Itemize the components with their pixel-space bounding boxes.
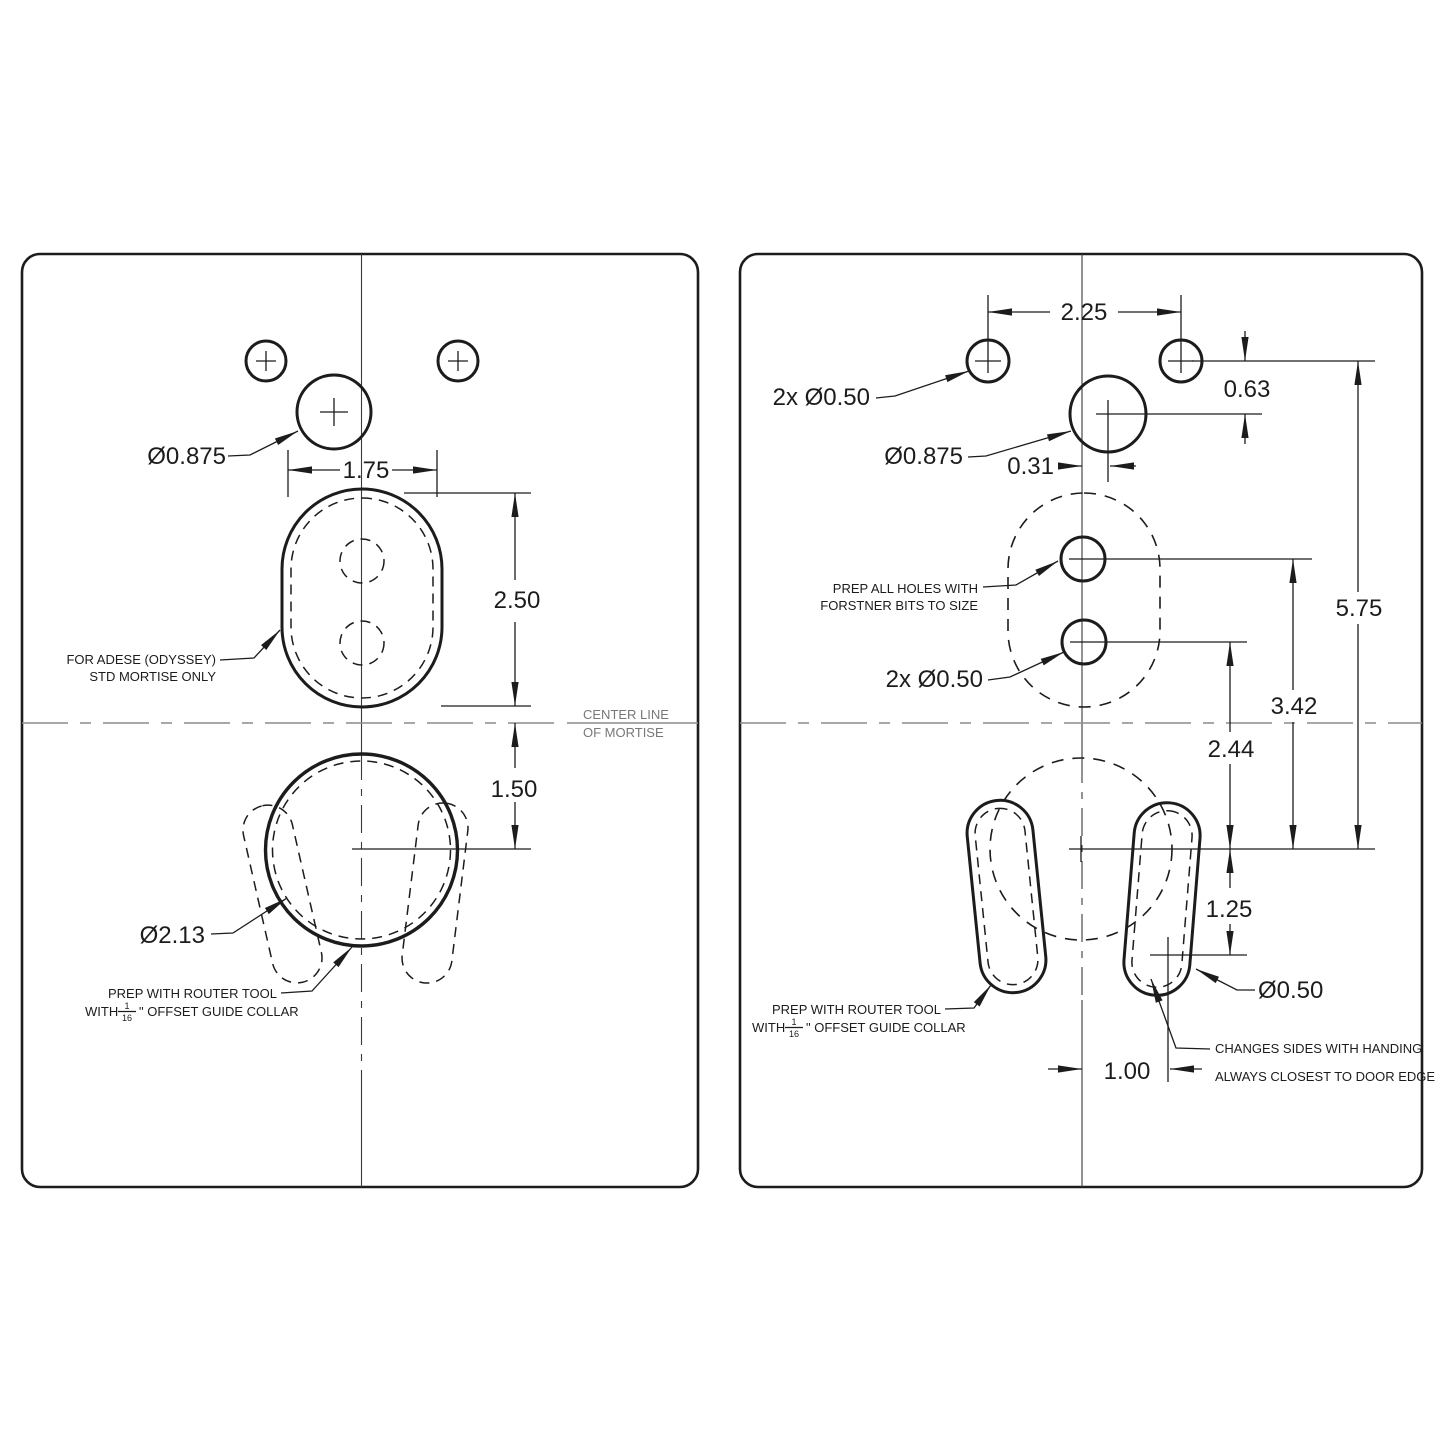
forstner-note-line2: FORSTNER BITS TO SIZE xyxy=(820,598,978,613)
right-mount-holes-leader xyxy=(875,370,970,399)
left-router-note-leader xyxy=(280,946,353,994)
forstner-note-line1: PREP ALL HOLES WITH xyxy=(833,581,978,596)
left-mortise-hole-upper-dashed xyxy=(339,538,385,584)
forstner-note-leader xyxy=(982,560,1059,588)
handing-note: CHANGES SIDES WITH HANDING ALWAYS CLOSES… xyxy=(1150,978,1435,1084)
left-lever-bore xyxy=(263,752,460,948)
right-bore-leader xyxy=(967,430,1072,458)
adese-note-line2: STD MORTISE ONLY xyxy=(89,669,216,684)
handing-note-line1: CHANGES SIDES WITH HANDING xyxy=(1215,1041,1422,1056)
right-template-outline xyxy=(738,252,1424,1189)
right-mortise-obround-dashed xyxy=(1007,492,1161,708)
right-slot-right-inner-dashed xyxy=(1131,809,1193,989)
right-slot-hole-diameter-label: Ø0.50 xyxy=(1258,977,1323,1004)
left-mount-hole-right xyxy=(436,339,480,383)
right-dim-1-00: 1.00 xyxy=(1048,1058,1202,1085)
right-slot-right xyxy=(1122,801,1202,997)
right-router-note-frac-num: 1 xyxy=(791,1017,796,1027)
left-bore-diameter-label: Ø0.875 xyxy=(147,443,226,470)
left-bore-leader xyxy=(227,430,299,457)
right-dim-0-63-text: 0.63 xyxy=(1224,376,1271,403)
right-dim-1-25: 1.25 xyxy=(1206,849,1253,955)
left-slot-left-dashed xyxy=(242,804,323,984)
right-dim-5-75: 5.75 xyxy=(1336,361,1383,849)
left-lever-bore-leader xyxy=(210,897,288,935)
right-dim-1-25-text: 1.25 xyxy=(1206,896,1253,923)
right-dim-1-00-text: 1.00 xyxy=(1104,1058,1151,1085)
left-template-outline xyxy=(20,252,700,1189)
right-router-note-line1: PREP WITH ROUTER TOOL xyxy=(772,1002,941,1017)
right-dim-3-42-text: 3.42 xyxy=(1271,693,1318,720)
left-router-note-post: " OFFSET GUIDE COLLAR xyxy=(139,1004,299,1019)
left-router-note: PREP WITH ROUTER TOOL WITH 1 16 " OFFSET… xyxy=(85,946,353,1023)
handing-note-line2: ALWAYS CLOSEST TO DOOR EDGE xyxy=(1215,1069,1435,1084)
right-dim-2-25-text: 2.25 xyxy=(1061,299,1108,326)
right-slot-hole-leader xyxy=(1195,968,1255,991)
left-mount-hole-left xyxy=(244,339,288,383)
left-dim-2-50: 2.50 xyxy=(404,492,541,707)
right-lever-bore-dashed xyxy=(989,757,1173,941)
right-mount-holes-label: 2x Ø0.50 xyxy=(773,384,870,411)
left-template-panel: CENTER LINE OF MORTISE Ø0.875 1.75 xyxy=(20,252,700,1189)
right-dim-2-44: 2.44 xyxy=(1208,642,1255,849)
right-template-panel: 2.25 2x Ø0.50 0.63 Ø0.875 0.31 P xyxy=(738,252,1435,1189)
left-lever-bore-diameter-label: Ø2.13 xyxy=(140,922,205,949)
left-slot-right-dashed xyxy=(401,802,469,984)
left-dim-2-50-text: 2.50 xyxy=(494,587,541,614)
right-dim-3-42: 3.42 xyxy=(1271,559,1318,849)
centerline-note-line2: OF MORTISE xyxy=(583,725,664,740)
right-router-note: PREP WITH ROUTER TOOL WITH 1 16 " OFFSET… xyxy=(752,984,992,1039)
right-thru-holes-leader xyxy=(987,651,1065,681)
adese-note-line1: FOR ADESE (ODYSSEY) xyxy=(66,652,216,667)
left-router-note-frac-den: 16 xyxy=(122,1013,132,1023)
left-router-note-pre: WITH xyxy=(85,1004,118,1019)
centerline-note-line1: CENTER LINE xyxy=(583,707,669,722)
right-slot-left-inner-dashed xyxy=(974,807,1039,986)
right-thru-holes-label: 2x Ø0.50 xyxy=(886,666,983,693)
left-router-note-frac-num: 1 xyxy=(124,1001,129,1011)
right-dim-0-31: 0.31 xyxy=(1007,453,1136,480)
right-slot-left xyxy=(965,798,1048,995)
left-dim-1-75: 1.75 xyxy=(287,450,438,497)
right-router-note-leader xyxy=(944,984,992,1010)
right-router-note-frac-den: 16 xyxy=(789,1029,799,1039)
left-router-note-line1: PREP WITH ROUTER TOOL xyxy=(108,986,277,1001)
left-cylinder-bore xyxy=(295,373,373,451)
left-dim-1-75-text: 1.75 xyxy=(343,457,390,484)
right-dim-2-44-text: 2.44 xyxy=(1208,736,1255,763)
left-lever-bore-inner-dashed xyxy=(271,760,452,940)
right-dim-5-75-text: 5.75 xyxy=(1336,595,1383,622)
right-bore-diameter-label: Ø0.875 xyxy=(884,443,963,470)
right-dim-0-31-text: 0.31 xyxy=(1007,453,1054,480)
right-router-note-post: " OFFSET GUIDE COLLAR xyxy=(806,1020,966,1035)
right-top-holes: 2.25 xyxy=(965,295,1204,384)
left-dim-1-50-text: 1.50 xyxy=(491,776,538,803)
right-router-note-pre: WITH xyxy=(752,1020,785,1035)
right-dim-0-63: 0.63 xyxy=(1224,331,1271,444)
left-mortise-obround-inner-dashed xyxy=(290,497,434,699)
left-mortise-obround xyxy=(280,487,444,709)
handing-note-leader xyxy=(1150,978,1211,1050)
right-cylinder-bore xyxy=(1068,374,1148,454)
left-top-holes xyxy=(244,339,480,383)
adese-note-leader xyxy=(219,629,281,661)
left-mortise-hole-lower-dashed xyxy=(339,620,385,666)
left-dim-1-50: 1.50 xyxy=(491,723,538,849)
